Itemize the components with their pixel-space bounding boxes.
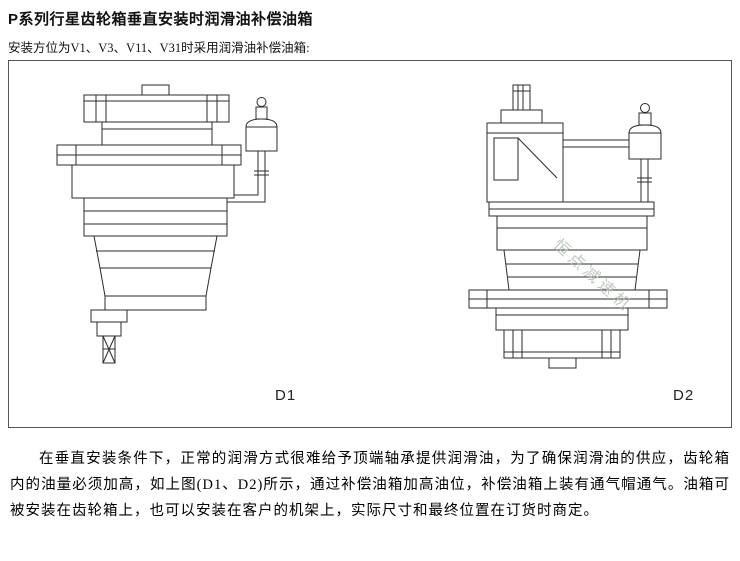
subtitle: 安装方位为V1、V3、V11、V31时采用润滑油补偿油箱: — [8, 41, 310, 55]
oil-pipe — [637, 159, 652, 202]
figure-label-d2: D2 — [673, 387, 695, 404]
gearbox-body — [56, 144, 242, 311]
gearbox-body — [468, 122, 668, 309]
breather-cap — [255, 97, 268, 120]
gearbox-d2-drawing — [468, 84, 668, 369]
figure-box: 恒点减速机 D1 D2 — [8, 60, 732, 428]
compensation-tank — [245, 118, 278, 152]
output-shaft — [500, 84, 543, 124]
motor-bottom — [495, 307, 629, 369]
page-title: P系列行星齿轮箱垂直安装时润滑油补偿油箱 — [8, 11, 314, 28]
oil-pipe — [227, 151, 269, 203]
gearbox-d1-drawing — [56, 84, 278, 364]
output-shaft — [90, 309, 128, 364]
body-paragraph: 在垂直安装条件下，正常的润滑方式很难给予顶端轴承提供润滑油，为了确保润滑油的供应… — [10, 451, 730, 519]
figure-label-d1: D1 — [275, 387, 297, 404]
compensation-tank — [628, 124, 662, 160]
motor-top — [83, 84, 230, 146]
breather-cap — [638, 103, 652, 126]
